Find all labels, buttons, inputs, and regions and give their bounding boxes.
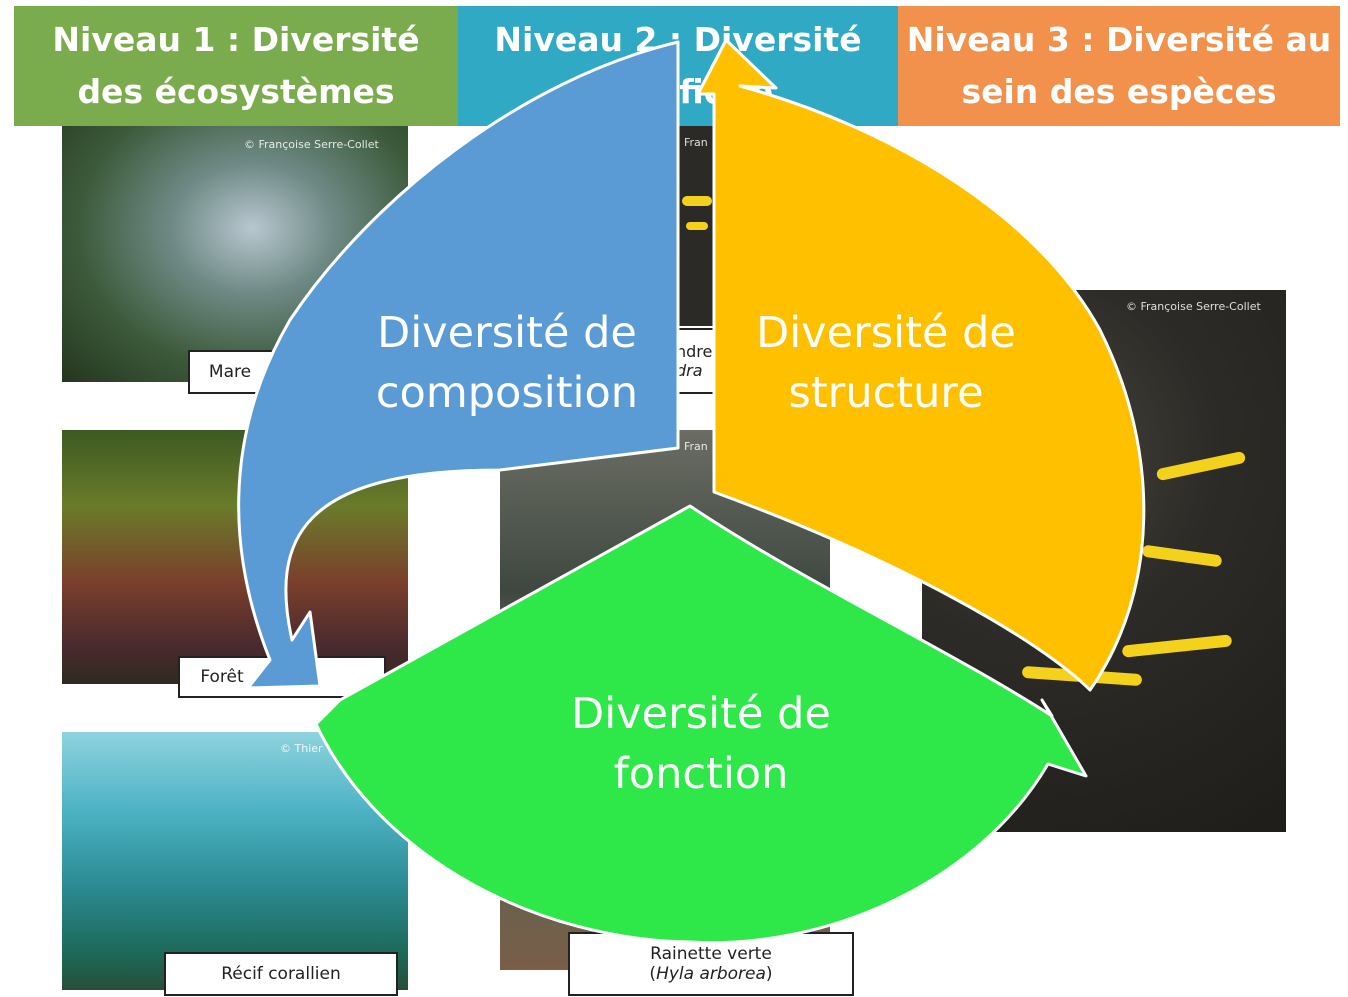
caption-rainette-line2: Hyla arborea: [656, 964, 766, 984]
header-level-1: Niveau 1 : Diversité des écosystèmes: [14, 6, 458, 126]
composition-label-line1: Diversité de: [377, 308, 637, 358]
header-level-1-line1: Niveau 1 : Diversité: [52, 20, 420, 59]
structure-label-line1: Diversité de: [756, 308, 1016, 358]
composition-label-line2: composition: [376, 368, 638, 418]
salamander-marking: [682, 196, 712, 206]
header-level-3-line2: sein des espèces: [961, 72, 1277, 111]
caption-recif: Récif corallien: [164, 952, 398, 996]
fonction-label-line2: fonction: [614, 749, 789, 799]
credit-recif: © Thier: [280, 742, 323, 755]
caption-recif-text: Récif corallien: [221, 964, 341, 984]
fonction-arrow: [314, 504, 1088, 945]
caption-mare-text: Mare: [208, 362, 252, 382]
caption-salamandre: ndre dra: [676, 328, 718, 394]
composition-arrow: [237, 40, 680, 690]
caption-rainette-line1: Rainette verte: [650, 944, 772, 964]
credit-rainette: Fran: [684, 440, 708, 453]
credit-mare: © Françoise Serre-Collet: [244, 138, 379, 151]
credit-salamandre: Fran: [684, 136, 708, 149]
caption-salamandre-line1: ndre: [676, 342, 713, 361]
credit-salamandre-pop: © Françoise Serre-Collet: [1126, 300, 1261, 313]
header-level-3-line1: Niveau 3 : Diversité au: [906, 20, 1332, 59]
structure-label-line2: structure: [788, 368, 983, 418]
caption-salamandre-line2: dra: [676, 361, 703, 380]
photo-salamandre-top: [676, 126, 716, 326]
structure-arrow: [696, 38, 1146, 692]
salamander-marking: [686, 222, 708, 230]
fonction-label-line1: Diversité de: [571, 689, 831, 739]
header-level-3: Niveau 3 : Diversité au sein des espèces: [898, 6, 1340, 126]
header-level-1-line2: des écosystèmes: [77, 72, 395, 111]
caption-rainette-line2-wrap: (Hyla arborea): [649, 964, 773, 984]
caption-foret-text: Forêt: [200, 667, 244, 687]
